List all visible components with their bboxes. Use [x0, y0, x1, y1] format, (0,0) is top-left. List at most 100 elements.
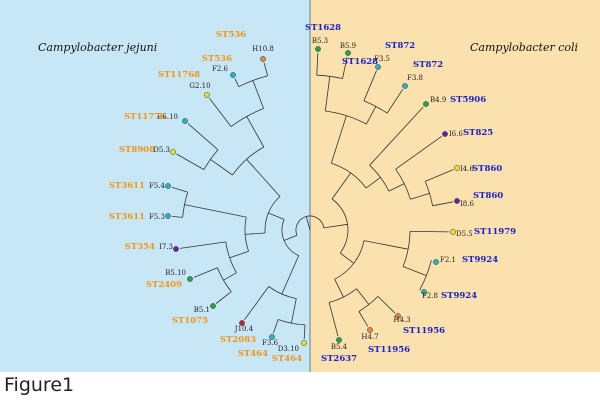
- circle-node-icon: [301, 340, 307, 346]
- jejuni-leaf-st-9: ST1075: [172, 316, 208, 326]
- tree-branch-69: [419, 260, 432, 290]
- tree-branch-41: [331, 172, 351, 200]
- circle-node-icon: [204, 92, 210, 98]
- tree-branch-21: [184, 204, 247, 218]
- coli-leaf-id-8: D5.5: [456, 230, 473, 238]
- jejuni-panel-background: [0, 0, 310, 372]
- circle-node-icon: [454, 165, 460, 171]
- tree-branch-10: [252, 80, 264, 109]
- tree-branch-35: [291, 298, 297, 324]
- tree-branch-53: [365, 176, 381, 189]
- jejuni-leaf-st-12: ST464: [272, 354, 302, 364]
- coli-leaf-st-7: ST860: [473, 191, 503, 201]
- coli-leaf-id-6: I4.6: [460, 165, 474, 173]
- tree-branch-19: [245, 232, 266, 235]
- circle-node-icon: [239, 320, 245, 326]
- tree-branch-49: [366, 106, 377, 125]
- coli-leaf-id-12: H4.7: [361, 333, 378, 341]
- circle-node-icon: [165, 213, 171, 219]
- coli-leaf-id-9: F2.1: [440, 256, 456, 264]
- jejuni-leaf-id-5: F5.4: [149, 182, 166, 190]
- tree-branch-34: [244, 286, 270, 321]
- tree-branch-78: [328, 302, 339, 337]
- circle-node-icon: [442, 131, 448, 137]
- jejuni-panel-title: Campylobacter jejuni: [38, 41, 157, 54]
- circle-node-icon: [433, 259, 439, 265]
- circle-node-icon: [423, 101, 429, 107]
- coli-leaf-st-8: ST11979: [474, 227, 516, 237]
- coli-leaf-st-3: ST872: [413, 60, 443, 70]
- coli-leaf-st-12: ST11956: [368, 345, 410, 355]
- jejuni-leaf-st-4: ST8908: [119, 145, 155, 155]
- circle-node-icon: [210, 303, 216, 309]
- coli-panel-title: Campylobacter coli: [470, 41, 578, 54]
- tree-branch-66: [402, 231, 411, 267]
- jejuni-leaf-id-3: E6.10: [157, 113, 178, 121]
- coli-leaf-st-9: ST9924: [462, 255, 498, 265]
- tree-branch-2: [283, 234, 298, 241]
- tree-branch-79: [305, 216, 311, 231]
- tree-branch-33: [268, 286, 297, 299]
- tree-branch-26: [225, 241, 237, 273]
- tree-branch-42: [331, 162, 367, 189]
- coli-leaf-st-2: ST872: [385, 41, 415, 51]
- circle-node-icon: [375, 64, 381, 70]
- tree-branch-62: [432, 201, 454, 207]
- tree-branch-24: [171, 216, 183, 218]
- jejuni-leaf-st-11: ST464: [238, 349, 268, 359]
- jejuni-leaf-st-0: ST536: [216, 30, 246, 40]
- circle-node-icon: [230, 72, 236, 78]
- circle-node-icon: [345, 50, 351, 56]
- jejuni-leaf-id-8: B5.10: [165, 269, 186, 277]
- tree-branch-25: [229, 250, 249, 259]
- tree-branch-8: [246, 116, 265, 148]
- jejuni-leaf-id-2: G2.10: [189, 82, 210, 90]
- circle-node-icon: [336, 337, 342, 343]
- circle-node-icon: [315, 46, 321, 52]
- tree-branch-44: [325, 110, 367, 125]
- coli-leaf-st-0: ST1628: [305, 23, 341, 33]
- coli-leaf-st-6: ST860: [472, 164, 502, 174]
- tree-branch-64: [334, 240, 365, 280]
- tree-branch-3: [281, 219, 299, 256]
- coli-leaf-id-4: B4.9: [430, 96, 446, 104]
- tree-branch-4: [268, 212, 285, 220]
- jejuni-leaf-st-10: ST2083: [220, 335, 256, 345]
- tree-branch-5: [264, 196, 281, 234]
- tree-branch-39: [323, 223, 348, 229]
- tree-branch-47: [316, 52, 319, 76]
- tree-branch-59: [410, 193, 430, 200]
- tree-branch-14: [209, 97, 232, 127]
- coli-leaf-id-11: H4.3: [393, 316, 410, 324]
- circle-node-icon: [454, 198, 460, 204]
- jejuni-leaf-id-7: I7.3: [159, 243, 173, 251]
- tree-branch-77: [358, 311, 369, 327]
- tree-branch-12: [263, 62, 268, 76]
- coli-leaf-id-3: F3.8: [407, 74, 423, 82]
- jejuni-leaf-id-6: F5.3: [149, 213, 165, 221]
- tree-branch-18: [176, 153, 205, 170]
- tree-branch-23: [171, 186, 188, 193]
- circle-node-icon: [402, 83, 408, 89]
- jejuni-leaf-id-11: F3.6: [262, 339, 279, 347]
- tree-branch-38: [303, 324, 306, 340]
- tree-branch-65: [363, 240, 409, 250]
- coli-leaf-id-7: I8.6: [460, 200, 474, 208]
- tree-branch-68: [402, 266, 427, 276]
- tree-branch-27: [179, 241, 226, 249]
- tree-branch-61: [425, 169, 454, 182]
- coli-leaf-st-11: ST11956: [403, 326, 445, 336]
- tree-branch-17: [187, 123, 219, 151]
- tree-branch-76: [377, 296, 396, 314]
- coli-leaf-st-10: ST9924: [441, 291, 477, 301]
- tree-branch-6: [246, 159, 281, 197]
- coli-leaf-st-13: ST2637: [321, 354, 357, 364]
- circle-node-icon: [450, 229, 456, 235]
- tree-branch-28: [223, 272, 237, 281]
- tree-branch-7: [232, 146, 264, 176]
- tree-branch-63: [339, 252, 355, 264]
- coli-leaf-id-0: B5.3: [312, 37, 328, 45]
- circle-node-icon: [170, 149, 176, 155]
- jejuni-leaf-st-2: ST11768: [158, 70, 200, 80]
- coli-leaf-id-5: I6.6: [449, 130, 463, 138]
